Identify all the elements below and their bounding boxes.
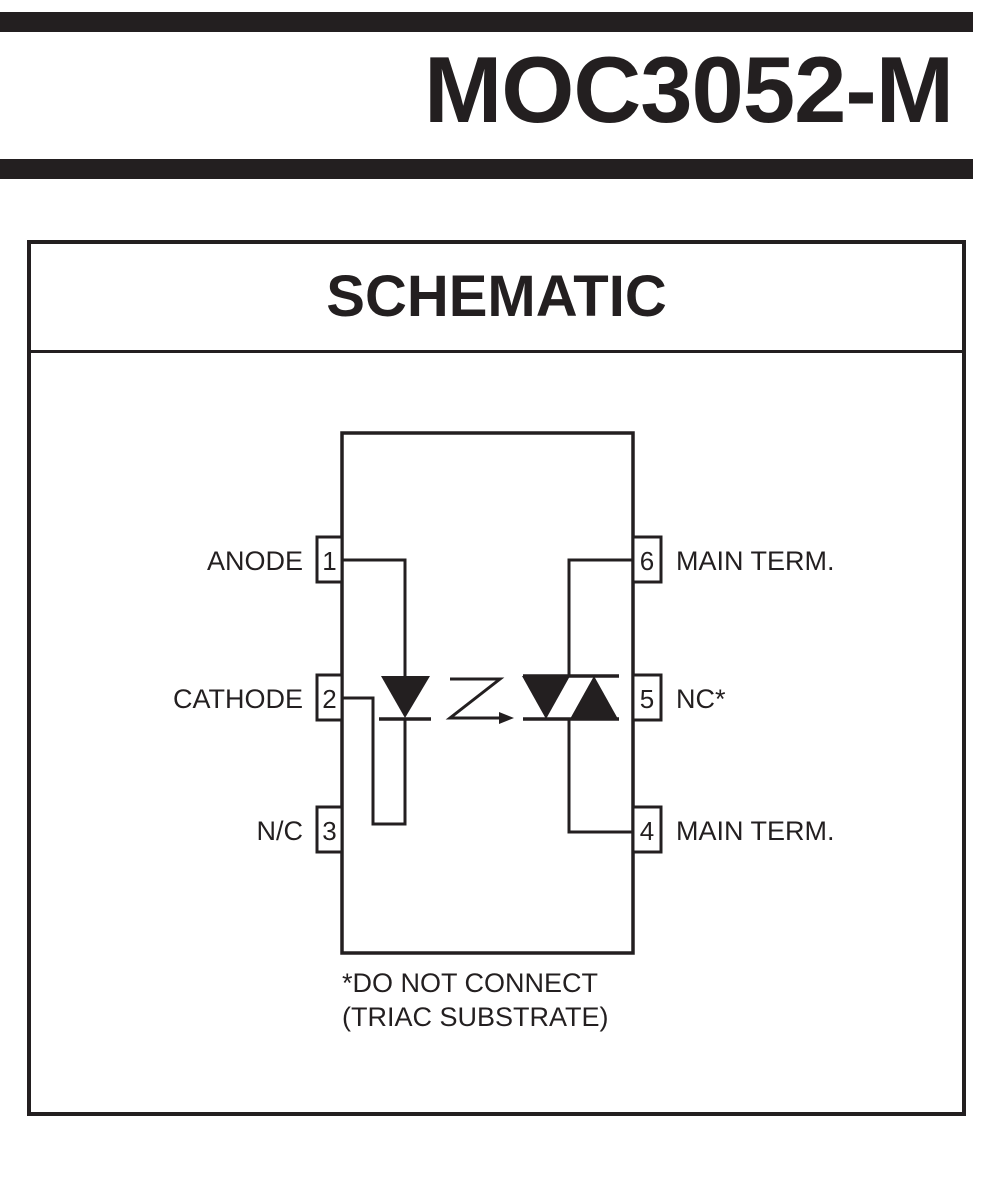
pin-6-label: MAIN TERM. [676, 546, 835, 576]
triac-down-triangle [522, 676, 570, 719]
header-rule-bottom [0, 159, 973, 179]
pin-1-number: 1 [322, 546, 336, 576]
pin-1-box [315, 535, 344, 584]
pin-6-number: 6 [640, 546, 654, 576]
pin-2-label: CATHODE [173, 684, 303, 714]
pin-4-label: MAIN TERM. [676, 816, 835, 846]
pin-3-box [315, 805, 344, 854]
section-title: SCHEMATIC [326, 264, 667, 329]
pin-1-label: ANODE [207, 546, 303, 576]
title-divider [31, 350, 962, 353]
led-cathode-wire [342, 696, 407, 826]
pin-5-label: NC* [676, 684, 726, 714]
triac-mt-lower-wire [567, 719, 633, 834]
footnote-line-2: (TRIAC SUBSTRATE) [342, 1002, 609, 1032]
header-rule-top [0, 12, 973, 32]
led-diode-symbol [381, 676, 430, 718]
pin-2-number: 2 [322, 684, 336, 714]
pin-3-number: 3 [322, 816, 336, 846]
triac-mt-upper-wire [567, 558, 633, 676]
pin-5-box [631, 673, 663, 722]
led-anode-wire [342, 558, 407, 676]
pin-5-number: 5 [640, 684, 654, 714]
light-arrow-head [499, 712, 514, 724]
pin-4-box [631, 805, 663, 854]
pin-6-box [631, 535, 663, 584]
triac-up-triangle [570, 676, 618, 719]
pin-3-label: N/C [257, 816, 304, 846]
footnote-line-1: *DO NOT CONNECT [342, 968, 598, 998]
schematic-panel: SCHEMATIC [27, 240, 966, 1116]
pin-4-number: 4 [640, 816, 654, 846]
part-number-title: MOC3052-M [423, 37, 954, 142]
light-emission-line [445, 677, 505, 720]
